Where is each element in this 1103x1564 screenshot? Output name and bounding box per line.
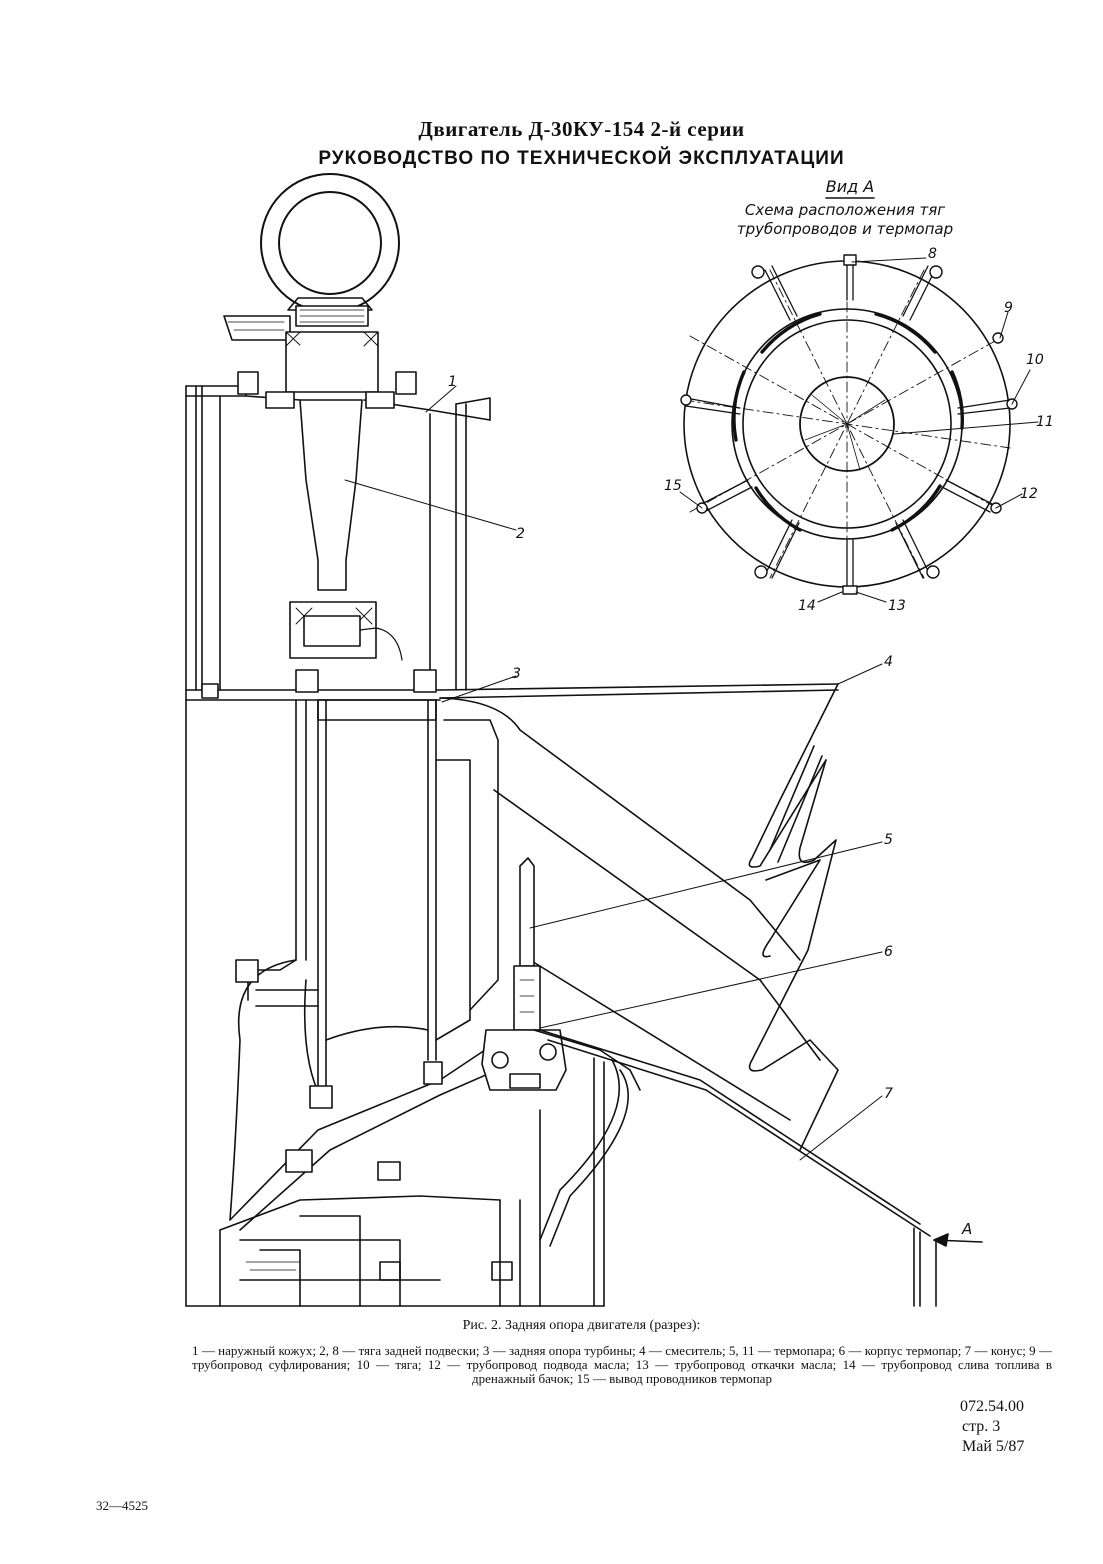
callout-7: 7 [884, 1086, 893, 1102]
view-a-description-2: трубопроводов и термопар [737, 220, 953, 238]
mixer [439, 683, 839, 1151]
callout-14: 14 [798, 598, 816, 614]
callout-9: 9 [1004, 300, 1013, 316]
leader-lines [344, 257, 1039, 1161]
callout-6: 6 [884, 944, 893, 960]
callout-15: 15 [664, 478, 682, 494]
callout-2: 2 [516, 526, 525, 542]
callout-8: 8 [928, 246, 937, 262]
callout-3: 3 [512, 666, 521, 682]
doc-date: Май 5/87 [962, 1438, 1025, 1455]
bearing-housing [185, 1109, 541, 1307]
callout-11: 11 [1036, 414, 1054, 430]
turbine-rear-support [229, 699, 521, 1281]
document-title: Двигатель Д-30КУ-154 2-й серии [418, 117, 745, 141]
view-a-description-1: Схема расположения тяг [745, 201, 945, 219]
view-a-title: Вид А [826, 177, 874, 196]
callout-13: 13 [888, 598, 906, 614]
rear-mount-lug [223, 173, 400, 341]
view-a-arrow-label: A [961, 1220, 972, 1238]
figure-legend: 1 — наружный кожух; 2, 8 — тяга задней п… [192, 1343, 1052, 1386]
doc-number: 072.54.00 [960, 1398, 1024, 1415]
callout-10: 10 [1026, 352, 1044, 368]
suspension-rod [285, 331, 403, 661]
callout-4: 4 [884, 654, 893, 670]
view-a-scheme [680, 254, 1018, 595]
cone [539, 1029, 937, 1307]
view-a-arrow [933, 1233, 983, 1247]
callout-5: 5 [884, 832, 893, 848]
callout-12: 12 [1020, 486, 1038, 502]
callout-1: 1 [448, 374, 457, 390]
thermocouple [481, 857, 641, 1091]
doc-page: стр. 3 [962, 1418, 1001, 1435]
figure-caption: Рис. 2. Задняя опора двигателя (разрез): [462, 1318, 701, 1333]
document-subtitle: РУКОВОДСТВО ПО ТЕХНИЧЕСКОЙ ЭКСПЛУАТАЦИИ [318, 148, 845, 169]
outer-casing [185, 371, 491, 1307]
footer-code: 32—4525 [96, 1498, 148, 1513]
